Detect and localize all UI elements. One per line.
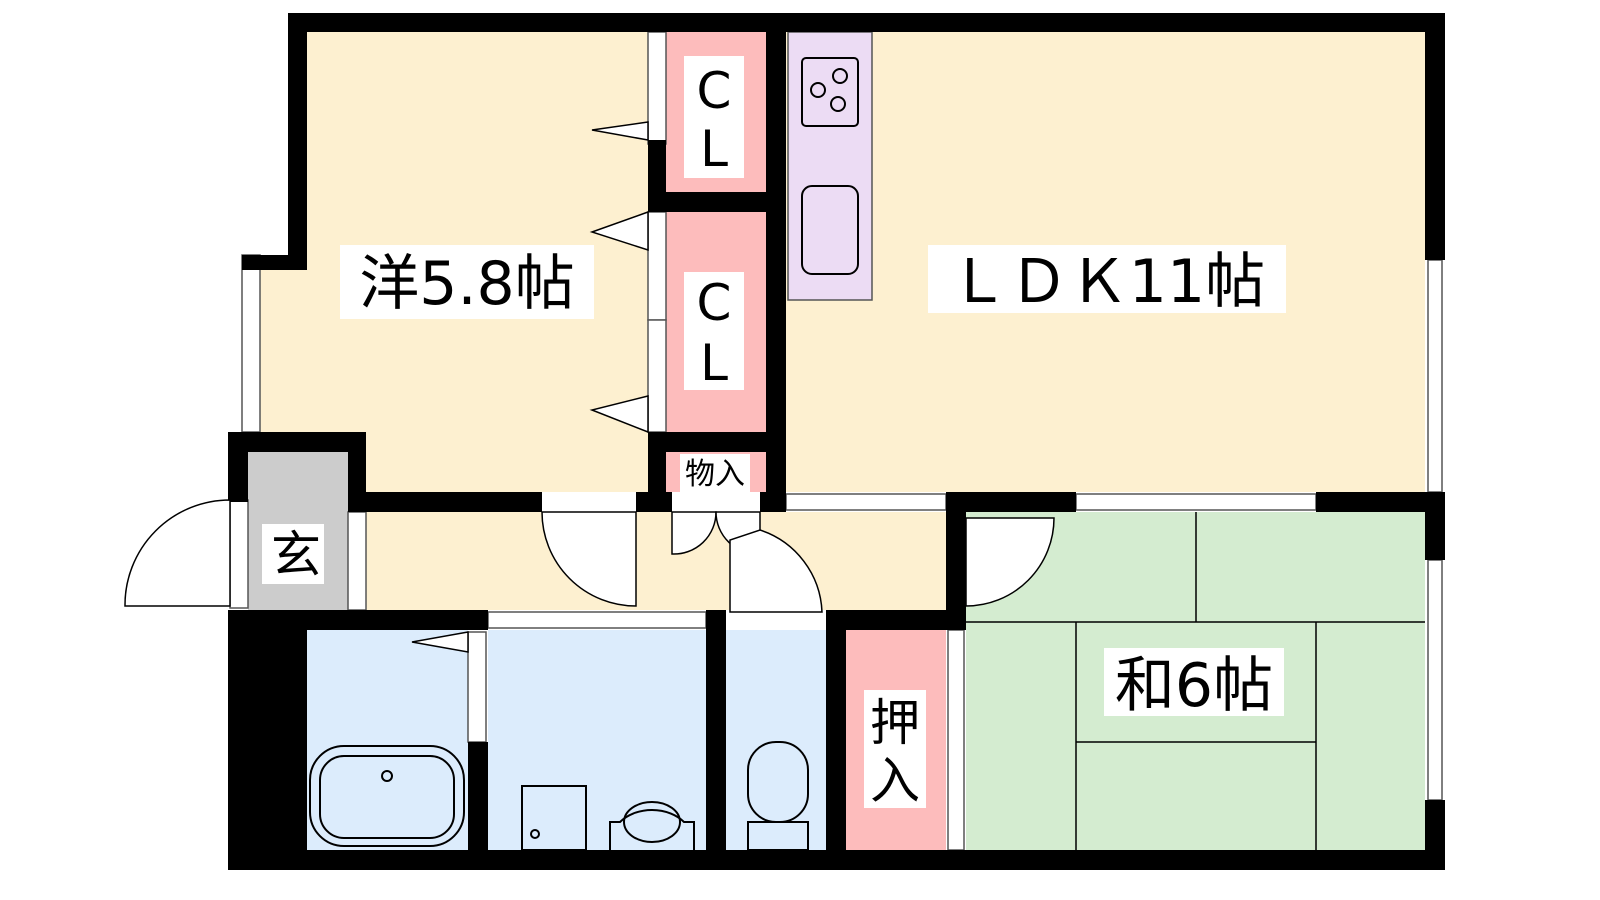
closet-door-3 xyxy=(589,395,649,434)
western-room-alcove xyxy=(260,270,310,432)
bathroom xyxy=(307,630,468,850)
western-room-label: 洋5.8帖 xyxy=(359,249,574,319)
fixtures xyxy=(309,57,859,851)
oshiire-label-2: 入 xyxy=(870,752,920,810)
tatami-lines xyxy=(966,512,1425,850)
entrance-label: 玄 xyxy=(271,526,321,584)
labels: 洋5.8帖 ＬＤＫ11帖 和6帖 C L C L 物入 玄 押 入 xyxy=(262,56,1286,810)
hallway xyxy=(366,512,946,610)
washbasin-icon xyxy=(609,809,695,850)
sink-icon xyxy=(801,185,859,275)
ldk-label: ＬＤＫ11帖 xyxy=(949,247,1265,317)
bathtub-icon xyxy=(309,745,465,847)
japanese-door xyxy=(965,517,1055,607)
closet-door-1 xyxy=(591,121,649,141)
closet-2-label-c: C xyxy=(697,274,732,332)
bath-door xyxy=(411,631,469,653)
oshiire-label-1: 押 xyxy=(870,694,920,752)
western-door xyxy=(541,511,637,607)
doors xyxy=(124,121,1055,653)
walls xyxy=(228,13,1445,870)
japanese-room-label: 和6帖 xyxy=(1115,651,1273,721)
kitchen-counter xyxy=(787,31,873,301)
toilet-room xyxy=(726,630,826,850)
entrance-door xyxy=(124,499,231,607)
washroom-door xyxy=(729,529,823,613)
closet-2-label-l: L xyxy=(700,334,728,392)
closet-1-label-c: C xyxy=(697,62,732,120)
washing-machine-icon xyxy=(521,785,587,851)
closet-door-2 xyxy=(589,210,649,252)
storage-label: 物入 xyxy=(685,457,745,492)
washroom xyxy=(488,630,706,850)
closet-1-label-l: L xyxy=(700,120,728,178)
stove-icon xyxy=(801,57,859,127)
